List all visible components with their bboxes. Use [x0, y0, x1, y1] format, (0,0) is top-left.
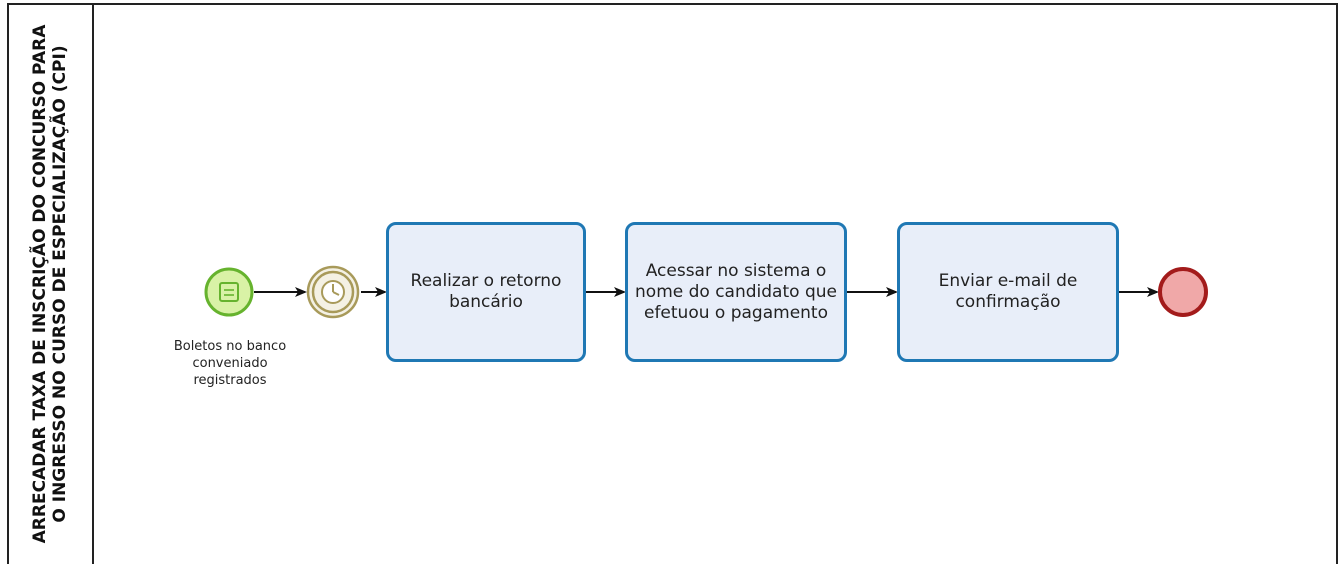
task-realizar-retorno-bancario[interactable]: Realizar o retorno bancário — [386, 222, 586, 362]
task-label: Realizar o retorno bancário — [410, 271, 562, 312]
task-acessar-sistema-nome-candidato[interactable]: Acessar no sistema o nome do candidato q… — [625, 222, 847, 362]
pool-lane-divider — [92, 3, 94, 564]
timer-event[interactable] — [306, 265, 360, 319]
message-icon — [219, 282, 239, 302]
start-event[interactable] — [204, 267, 254, 317]
start-event-label: Boletos no banco conveniado registrados — [173, 339, 287, 388]
end-event[interactable] — [1158, 267, 1208, 317]
task-label: Enviar e-mail de confirmação — [938, 271, 1078, 312]
task-enviar-email-confirmacao[interactable]: Enviar e-mail de confirmação — [897, 222, 1119, 362]
pool-border — [7, 3, 1338, 564]
task-label: Acessar no sistema o nome do candidato q… — [635, 260, 837, 323]
